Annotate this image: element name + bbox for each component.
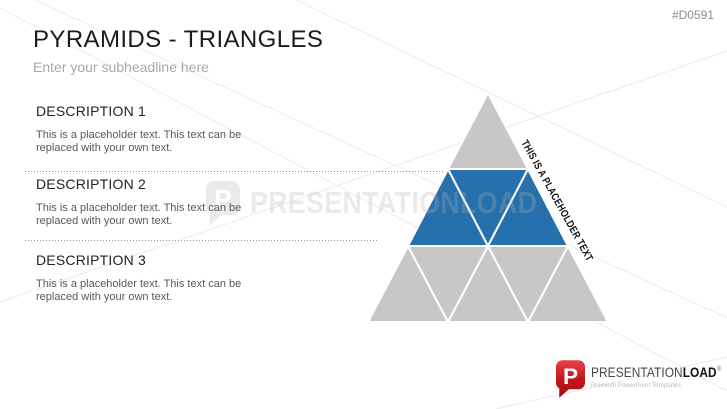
brand-name: PRESENTATIONLOAD® Premium PowerPoint Tem…: [591, 363, 721, 389]
brand-logo: P PRESENTATIONLOAD® Premium PowerPoint T…: [556, 360, 727, 398]
description-body: This is a placeholder text. This text ca…: [36, 202, 242, 227]
svg-text:P: P: [563, 364, 578, 389]
brand-p-icon: P: [556, 360, 585, 398]
description-heading: DESCRIPTION 2: [36, 176, 146, 192]
description-heading: DESCRIPTION 3: [36, 252, 146, 268]
page-subheadline: Enter your subheadline here: [33, 59, 209, 75]
slide-code: #D0591: [671, 8, 714, 22]
description-body: This is a placeholder text. This text ca…: [36, 278, 242, 303]
dotted-separator-2: [25, 240, 378, 241]
page-title: PYRAMIDS - TRIANGLES: [33, 26, 324, 53]
pyramid-top-triangle: [447, 92, 529, 170]
registered-mark: ®: [716, 366, 722, 373]
pyramid-bottom-triangle-5: [527, 245, 609, 323]
description-heading: DESCRIPTION 1: [36, 103, 146, 119]
description-block-1: DESCRIPTION 1 This is a placeholder text…: [36, 103, 246, 154]
brand-name-regular: PRESENTATION: [591, 365, 683, 380]
brand-tagline: Premium PowerPoint Templates: [591, 381, 681, 389]
description-body: This is a placeholder text. This text ca…: [36, 129, 242, 154]
brand-name-bold: LOAD: [682, 365, 717, 380]
dotted-separator-1: [25, 171, 445, 172]
description-block-3: DESCRIPTION 3 This is a placeholder text…: [36, 252, 246, 303]
description-block-2: DESCRIPTION 2 This is a placeholder text…: [36, 176, 246, 227]
